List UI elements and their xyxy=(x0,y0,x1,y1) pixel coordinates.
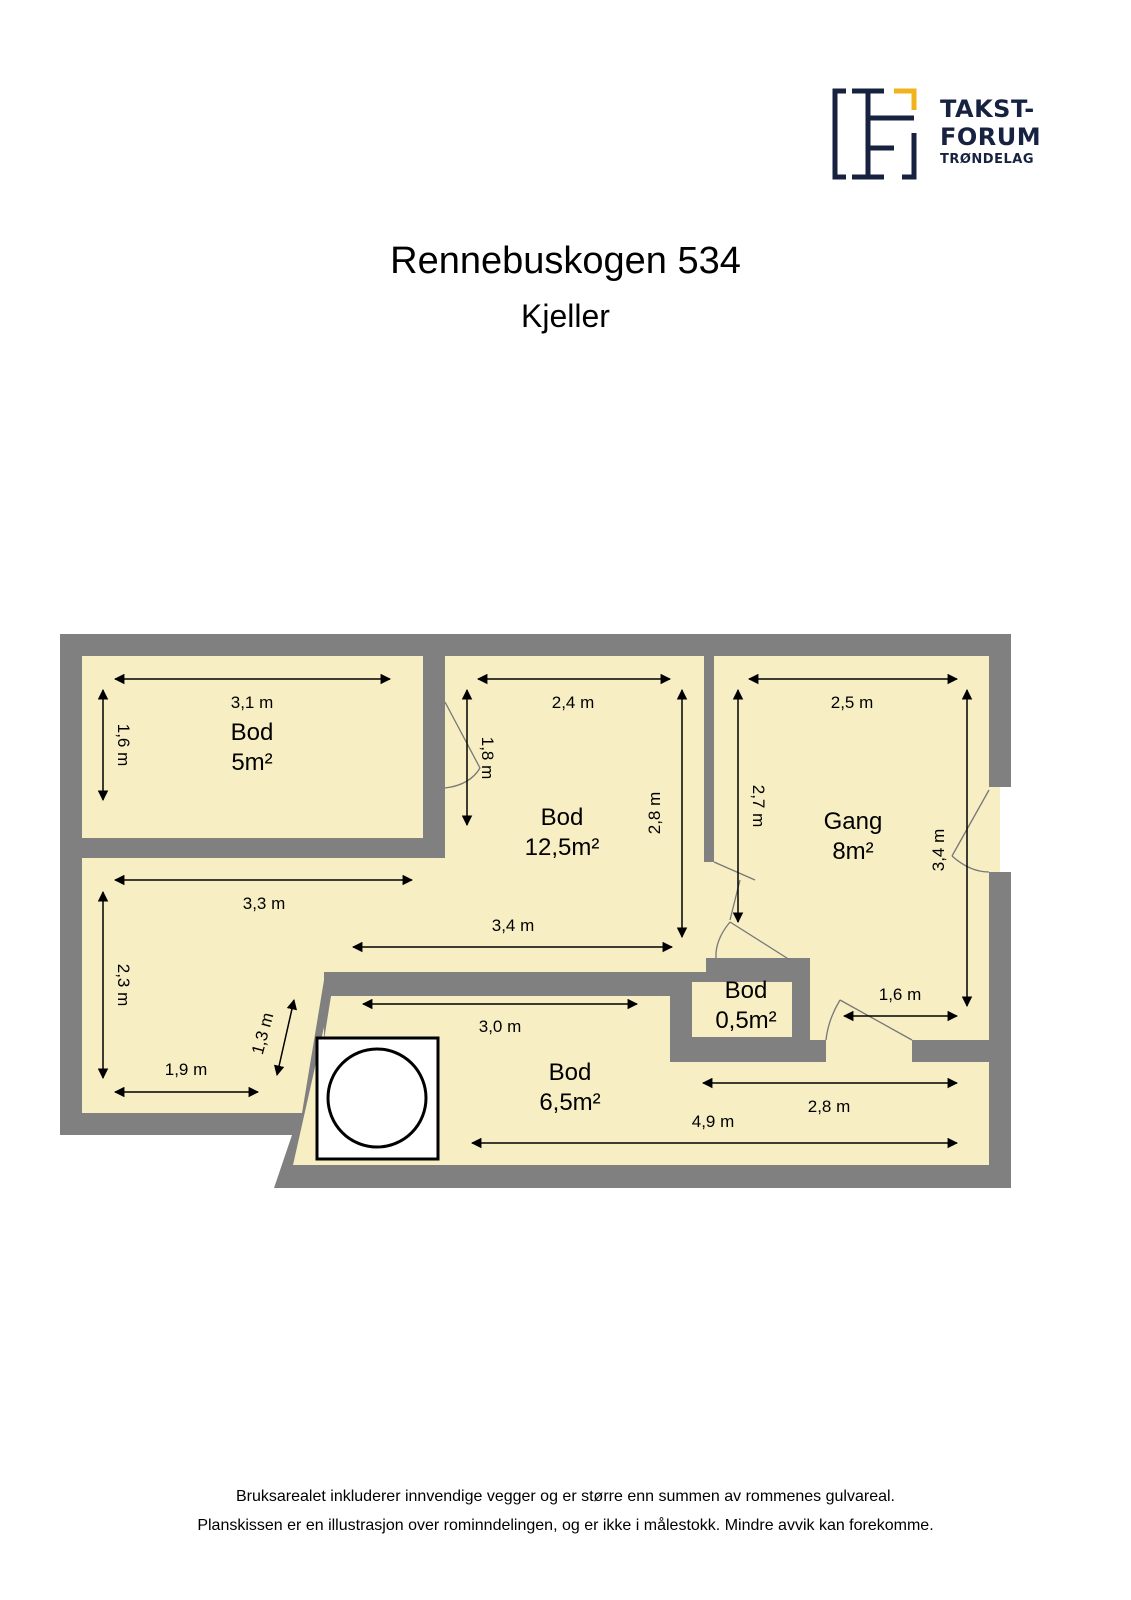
dimension-label: 3,4 m xyxy=(492,916,535,935)
logo-line-2: FORUM xyxy=(940,123,1042,151)
dimension-label: 2,4 m xyxy=(552,693,595,712)
floor-name: Kjeller xyxy=(521,298,610,334)
dimension-label: 3,4 m xyxy=(929,829,948,872)
floors xyxy=(82,656,989,1165)
dimension-label: 4,9 m xyxy=(692,1112,735,1131)
footer-note-area: Bruksarealet inkluderer innvendige vegge… xyxy=(236,1488,895,1505)
dimension-label: 3,0 m xyxy=(479,1017,522,1036)
dimension-label: 2,8 m xyxy=(808,1097,851,1116)
takstforum-logo-icon xyxy=(832,88,917,180)
dimension-label: 2,8 m xyxy=(645,792,664,835)
room-area: 0,5m² xyxy=(715,1007,776,1034)
logo-line-1: TAKST- xyxy=(940,95,1035,123)
dimension-label: 1,9 m xyxy=(165,1060,208,1079)
room-name: Bod xyxy=(541,804,584,831)
dimension-label: 3,3 m xyxy=(243,894,286,913)
logo-line-3: TRØNDELAG xyxy=(940,152,1034,167)
footer-note-disclaimer: Planskissen er en illustrasjon over romi… xyxy=(197,1517,934,1534)
logo-wordmark: TAKST- FORUM TRØNDELAG xyxy=(940,97,1041,166)
dimension-label: 1,6 m xyxy=(879,985,922,1004)
dimension-label: 3,1 m xyxy=(231,693,274,712)
room-area: 8m² xyxy=(832,838,873,865)
room-area: 6,5m² xyxy=(539,1089,600,1116)
dimension-label: 2,7 m xyxy=(749,785,768,828)
dimension-label: 1,8 m xyxy=(478,737,497,780)
dimension-label: 2,5 m xyxy=(831,693,874,712)
room-name: Bod xyxy=(549,1059,592,1086)
room-area: 12,5m² xyxy=(525,834,600,861)
tank-icon xyxy=(315,1036,440,1161)
page-title: Rennebuskogen 534 xyxy=(390,240,741,282)
dimension-label: 2,3 m xyxy=(114,964,133,1007)
room-name: Bod xyxy=(231,719,274,746)
room-area: 5m² xyxy=(231,749,272,776)
dimension-label: 1,6 m xyxy=(114,724,133,767)
room-name: Bod xyxy=(725,977,768,1004)
room-name: Gang xyxy=(824,808,883,835)
